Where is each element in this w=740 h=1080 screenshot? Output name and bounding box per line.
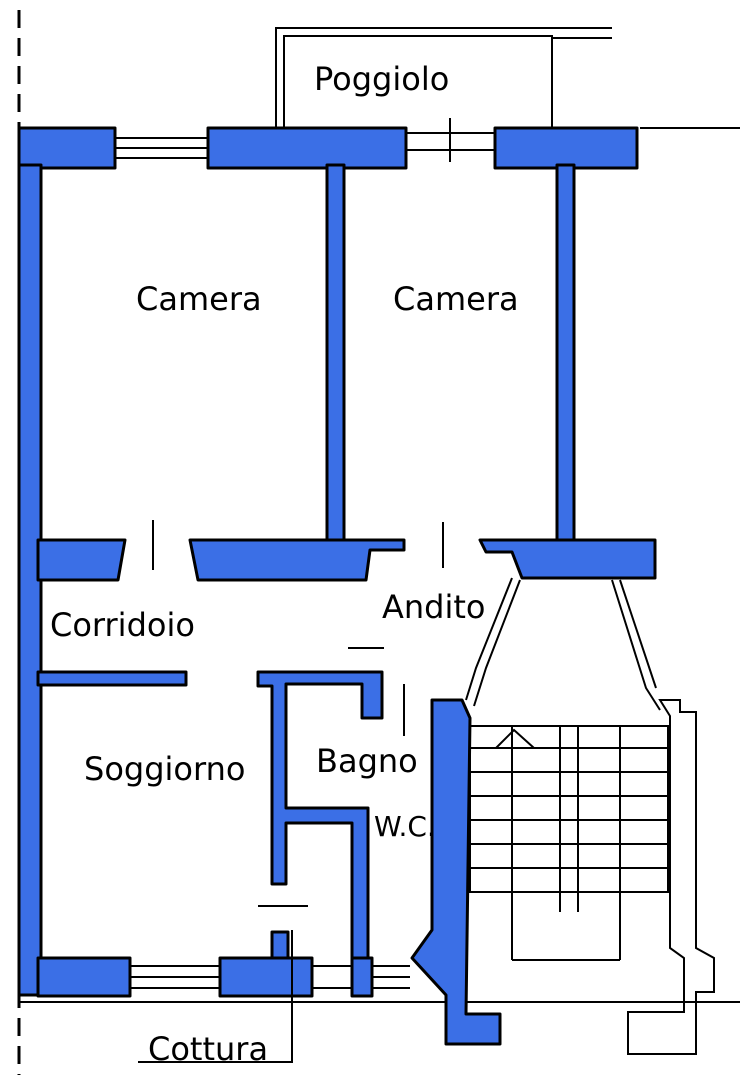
bathroom-label: Bagno	[316, 742, 418, 780]
bedroom-right-label: Camera	[393, 280, 519, 318]
corridor-label: Corridoio	[50, 606, 195, 644]
kitchen-label: Cottura	[148, 1030, 268, 1068]
door-marks	[152, 520, 444, 907]
windows	[115, 118, 495, 989]
wc-label: W.C.	[374, 810, 436, 843]
hallway-label: Andito	[382, 588, 486, 626]
walls	[17, 126, 657, 1046]
kitchen-pointer	[138, 930, 293, 1063]
balcony-label: Poggiolo	[314, 60, 449, 98]
living-room-label: Soggiorno	[84, 750, 245, 788]
bedroom-left-label: Camera	[136, 280, 262, 318]
balcony	[275, 27, 612, 128]
staircase	[465, 577, 715, 1055]
